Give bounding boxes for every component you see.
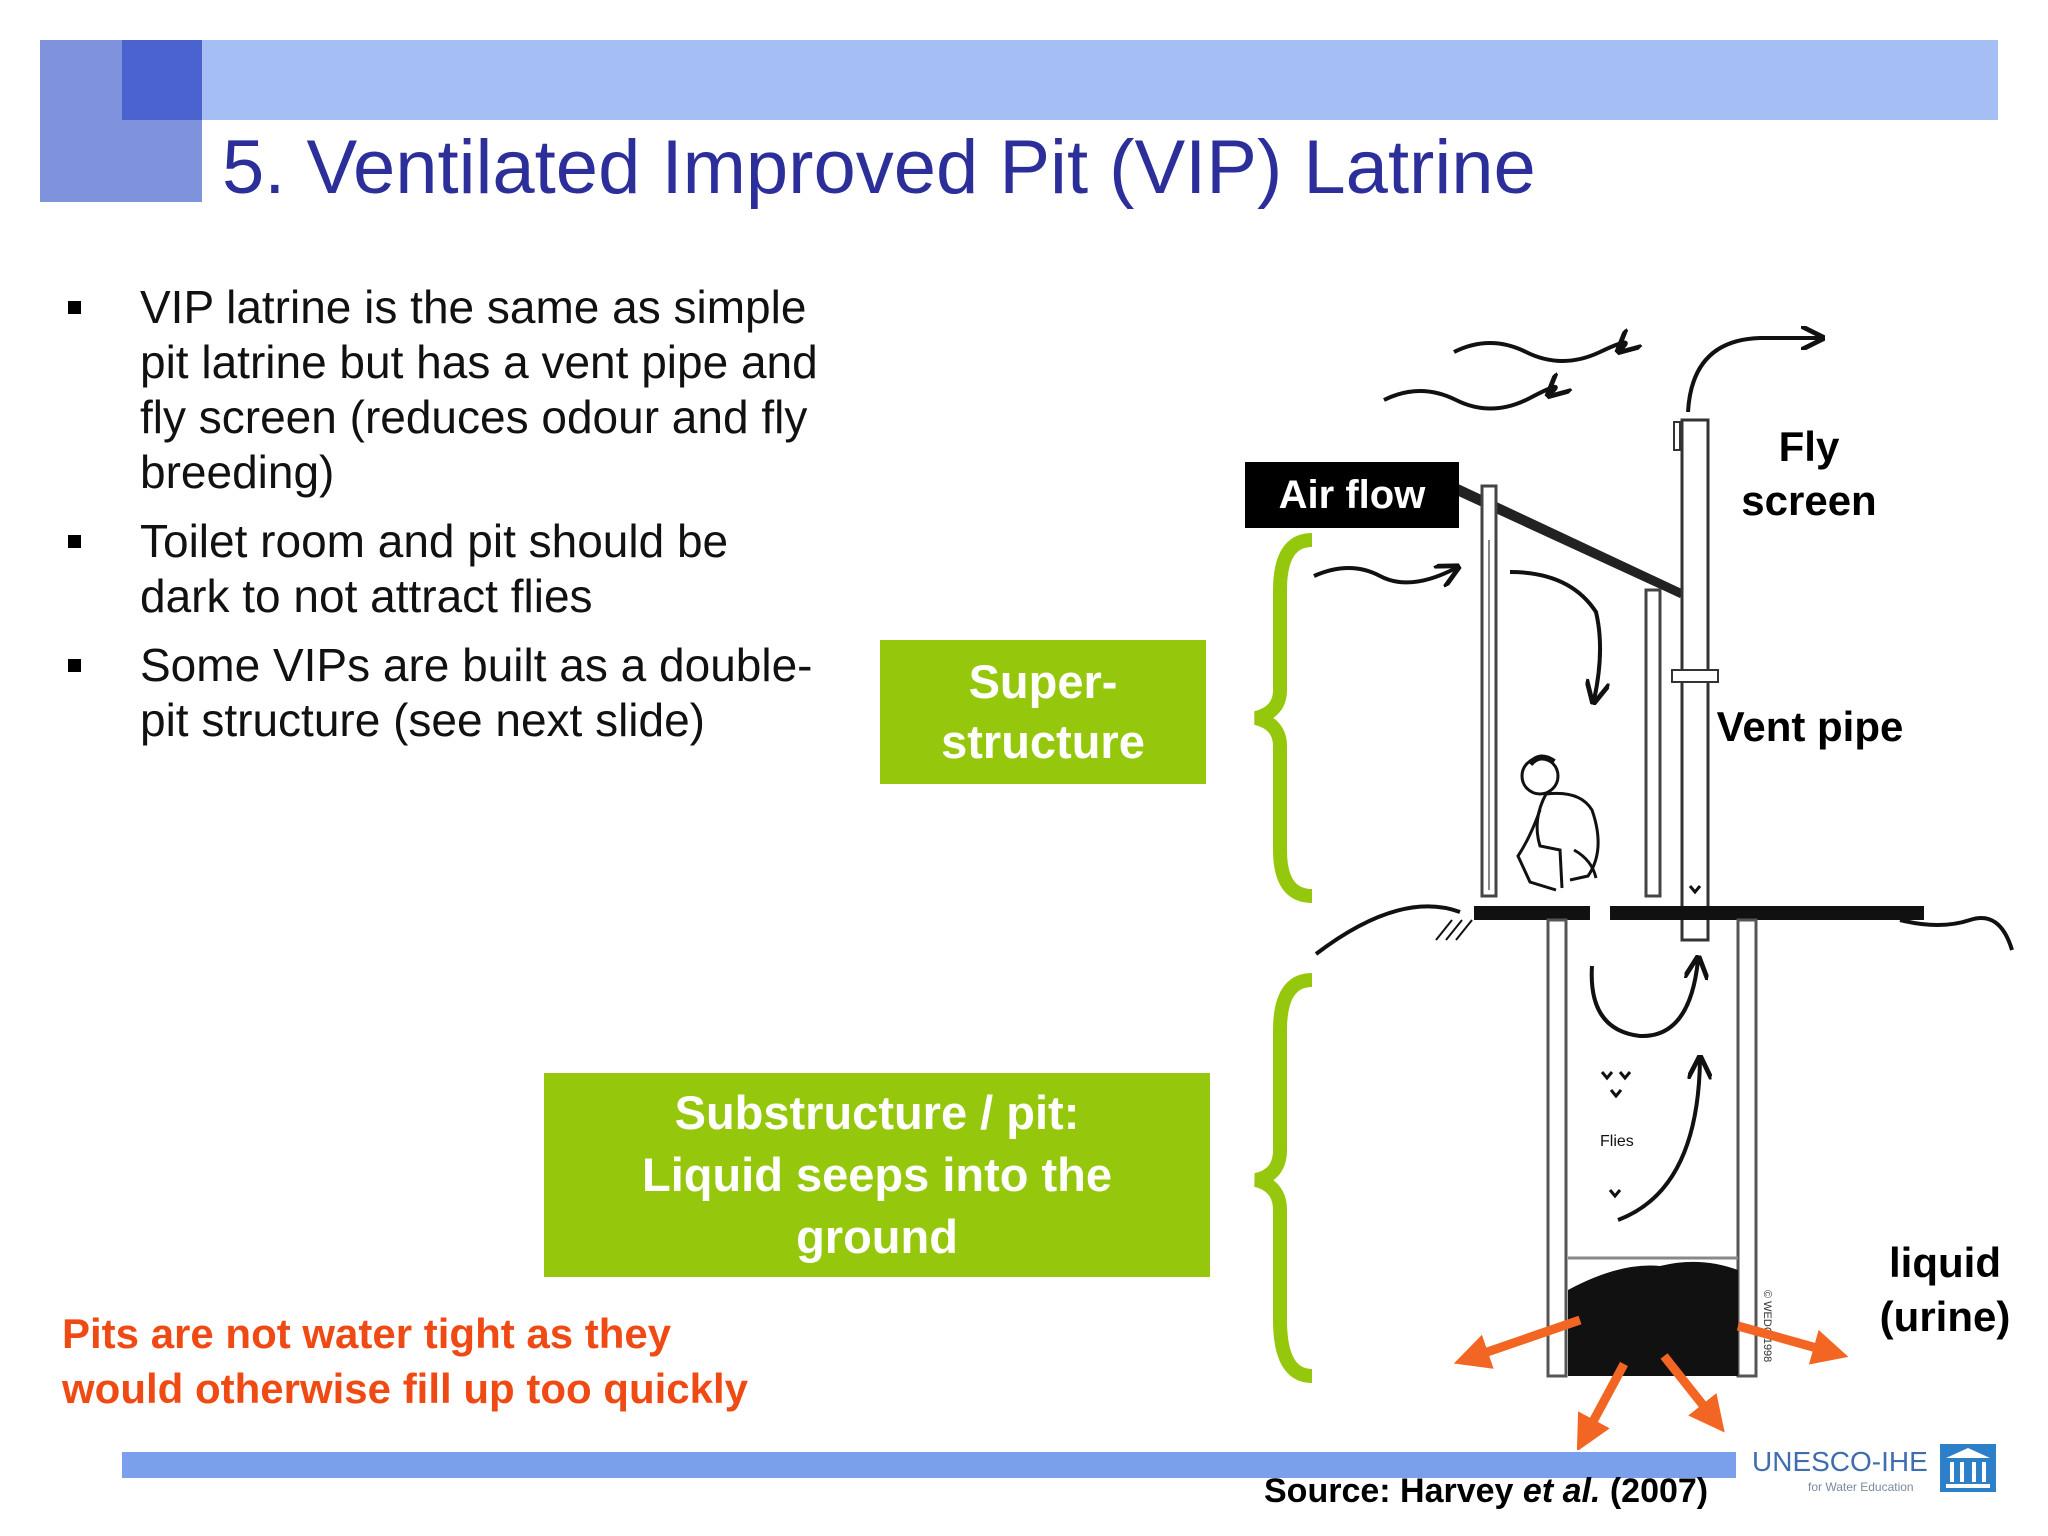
bullet-item: Toilet room and pit should be dark to no… — [60, 514, 820, 624]
logo-subtext: for Water Education — [1808, 1480, 1914, 1494]
vent-pipe-label: Vent pipe — [1716, 703, 1904, 750]
slide-title: 5. Ventilated Improved Pit (VIP) Latrine — [222, 125, 1536, 210]
warning-note: Pits are not water tight as they would o… — [62, 1310, 749, 1412]
svg-text:© WEDC 1998: © WEDC 1998 — [1761, 1290, 1773, 1362]
unesco-ihe-logo: UNESCO-IHE for Water Education — [1748, 1444, 2008, 1504]
bullet-item: Some VIPs are built as a double-pit stru… — [60, 638, 820, 748]
pit-airflow-arrow — [1617, 1060, 1700, 1222]
seepage-arrows — [1453, 1315, 1849, 1450]
header-square-dark — [122, 40, 202, 120]
superstructure-label: Super- structure — [880, 640, 1206, 784]
substructure-brace — [1253, 973, 1313, 1383]
vip-latrine-illustration: © WEDC 1998 Flies — [1253, 290, 2014, 1450]
slab — [1474, 906, 1924, 920]
airflow-arrow — [1686, 338, 1820, 413]
header-bar — [40, 40, 1998, 120]
fly-screen-cap — [1673, 421, 1681, 451]
bullet-item: VIP latrine is the same as simple pit la… — [60, 280, 820, 500]
institute-building-icon — [1940, 1444, 1996, 1492]
airflow-arrow — [1509, 570, 1600, 700]
pit-left-wall — [1546, 918, 1568, 1378]
person-figure — [1516, 754, 1600, 892]
liquid-urine-label: liquid (urine) — [1879, 1239, 2011, 1340]
airflow-arrow — [1383, 387, 1556, 411]
fly-screen-label: Fly screen — [1741, 423, 1877, 524]
bullet-marker — [68, 535, 81, 548]
pit-airflow-arrow — [1589, 960, 1698, 1039]
superstructure-brace — [1253, 533, 1313, 903]
airflow-arrow — [1453, 342, 1626, 363]
right-wall — [1644, 588, 1662, 898]
bullet-marker — [68, 301, 81, 314]
pit-right-wall — [1736, 918, 1758, 1378]
sludge — [1568, 1261, 1738, 1376]
bullet-marker — [68, 659, 81, 672]
logo-text: UNESCO-IHE — [1752, 1446, 1928, 1477]
ground-line — [1314, 904, 2014, 956]
source-citation: Source: Harvey et al. (2007) — [1264, 1472, 1709, 1510]
roof — [1454, 482, 1684, 598]
air-flow-label: Air flow — [1245, 462, 1459, 528]
bullet-list: VIP latrine is the same as simple pit la… — [60, 280, 820, 762]
svg-text:Flies: Flies — [1600, 1133, 1634, 1150]
substructure-label: Substructure / pit: Liquid seeps into th… — [544, 1073, 1210, 1277]
footer-bar — [122, 1452, 1736, 1478]
airflow-arrow — [1313, 568, 1456, 582]
